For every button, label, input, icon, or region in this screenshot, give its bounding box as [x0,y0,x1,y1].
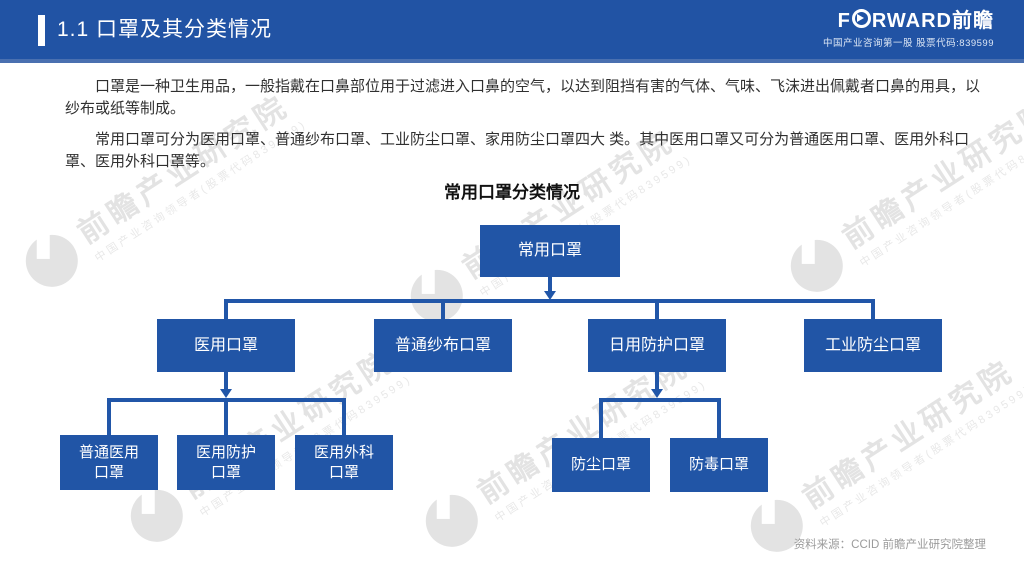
connector-daily-stem [655,372,659,390]
watermark: 前瞻产业研究院中国产业咨询领导者(股票代码839599) [739,344,1024,565]
node-common-masks: 常用口罩 [480,225,620,277]
qianzhan-logo-icon [415,484,488,557]
qianzhan-logo-icon [15,224,88,297]
logo-text-cn: 前瞻 [952,10,994,32]
connector-drop [441,301,445,319]
connector-root-bar [224,299,875,303]
qianzhan-logo-icon [780,229,853,302]
connector-drop [599,400,603,438]
watermark-tagline: 中国产业咨询领导者(股票代码839599) [817,383,1024,530]
node-medical-masks: 医用口罩 [157,319,295,372]
connector-root-stem [548,277,552,293]
node-medical-surgical-masks: 医用外科 口罩 [295,435,393,490]
qianzhan-logo-icon [120,479,193,552]
node-industrial-dust-masks: 工业防尘口罩 [804,319,942,372]
connector-daily-bar [599,398,721,402]
connector-drop [717,400,721,438]
logo-text-rward: RWARD [871,10,952,32]
logo-text-f: F [837,10,851,32]
node-daily-protective-masks: 日用防护口罩 [588,319,726,372]
paragraph-1: 口罩是一种卫生用品，一般指戴在口鼻部位用于过滤进入口鼻的空气，以达到阻挡有害的气… [65,78,981,117]
node-gas-masks: 防毒口罩 [670,438,768,492]
arrow-down-icon [220,389,232,398]
source-note: 资料来源：CCID 前瞻产业研究院整理 [793,539,986,551]
connector-drop [655,301,659,319]
connector-drop [871,301,875,319]
diagram-title: 常用口罩分类情况 [444,183,580,202]
arrow-down-icon [651,389,663,398]
connector-drop [224,400,228,435]
intro-text: 口罩是一种卫生用品，一般指戴在口鼻部位用于过滤进入口鼻的空气，以达到阻挡有害的气… [65,76,987,182]
slide-header: 1.1 口罩及其分类情况 F RWARD前瞻 中国产业咨询第一股 股票代码:839… [0,0,1024,63]
node-ordinary-medical-masks: 普通医用 口罩 [60,435,158,490]
node-gauze-masks: 普通纱布口罩 [374,319,512,372]
page-title: 1.1 口罩及其分类情况 [57,18,273,41]
forward-logo: F RWARD前瞻 中国产业咨询第一股 股票代码:839599 [823,9,994,49]
logo-wordmark: F RWARD前瞻 [823,9,994,33]
node-dust-masks: 防尘口罩 [552,438,650,492]
arrow-down-icon [544,291,556,300]
connector-drop [342,400,346,435]
connector-drop [107,400,111,435]
connector-drop [224,301,228,319]
logo-o-icon [851,9,871,28]
logo-subtitle: 中国产业咨询第一股 股票代码:839599 [823,38,994,49]
node-medical-protective-masks: 医用防护 口罩 [177,435,275,490]
title-accent-bar [38,15,45,46]
connector-medical-stem [224,372,228,390]
paragraph-2: 常用口罩可分为医用口罩、普通纱布口罩、工业防尘口罩、家用防尘口罩四大 类。其中医… [65,131,970,170]
